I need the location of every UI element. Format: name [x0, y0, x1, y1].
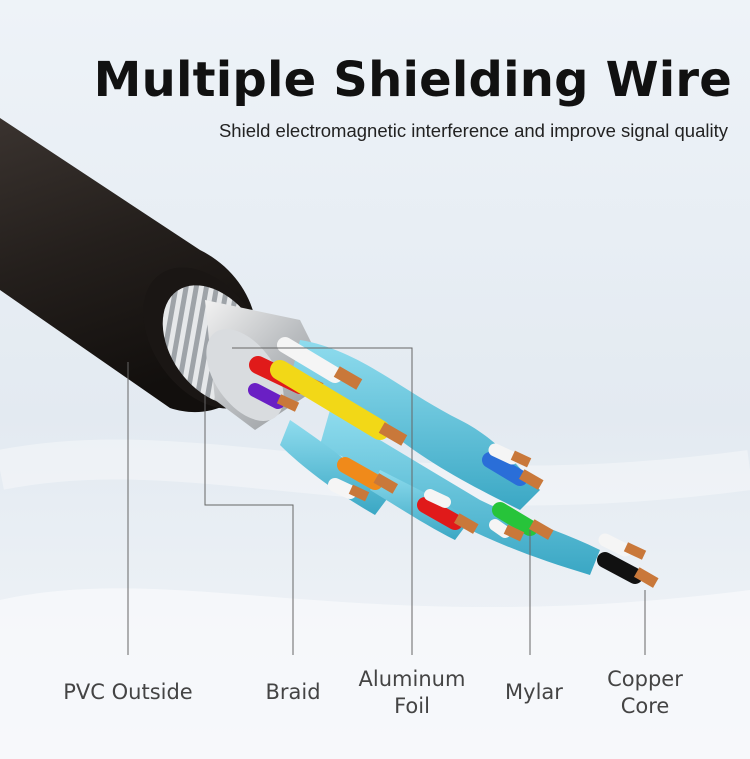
wire-white	[277, 337, 363, 390]
label-mylar-text: Mylar	[505, 680, 563, 704]
label-aluminum-foil: Aluminum Foil	[352, 666, 472, 720]
label-copper-line2: Core	[620, 694, 670, 718]
wire-red-2	[417, 489, 479, 534]
leader-line-braid	[204, 395, 294, 655]
page-title: Multiple Shielding Wire	[93, 52, 732, 108]
wire-green	[489, 502, 554, 542]
leader-lines	[127, 347, 646, 655]
label-pvc-text: PVC Outside	[63, 680, 193, 704]
wire-blue	[482, 443, 544, 490]
page-subtitle: Shield electromagnetic interference and …	[218, 120, 728, 141]
label-pvc-outside: PVC Outside	[48, 679, 208, 706]
label-foil-line2: Foil	[394, 694, 430, 718]
wire-orange	[328, 457, 399, 502]
wire-purple	[248, 383, 300, 412]
label-copper-line1: Copper	[607, 667, 683, 691]
label-copper-core: Copper Core	[590, 666, 700, 720]
label-foil-line1: Aluminum	[358, 667, 466, 691]
label-braid-text: Braid	[265, 680, 321, 704]
label-braid: Braid	[243, 679, 343, 706]
wire-yellow	[270, 360, 408, 446]
wire-black	[597, 533, 659, 588]
leader-line-foil	[232, 347, 413, 655]
label-mylar: Mylar	[484, 679, 584, 706]
